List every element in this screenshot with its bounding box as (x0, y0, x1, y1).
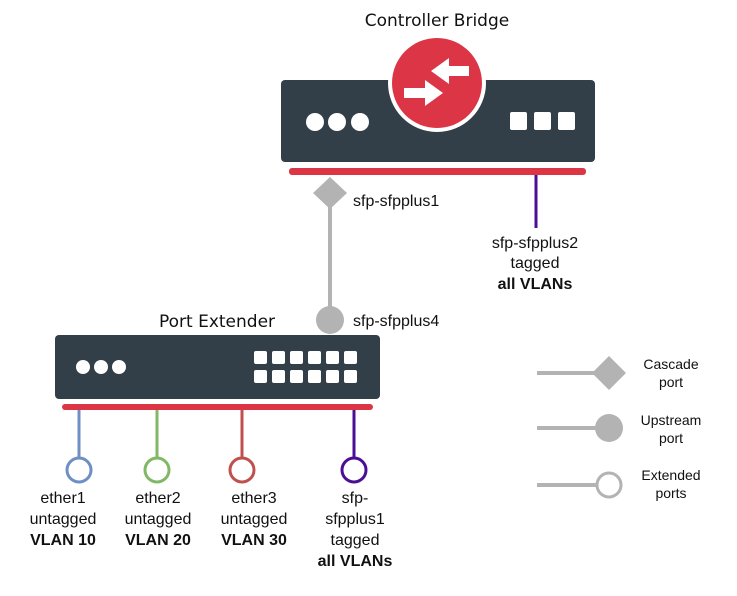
legend-upstream: Upstream port (537, 412, 701, 446)
upstream-port-label: sfp-sfpplus4 (353, 313, 439, 330)
legend-extended-line1: Extended (641, 467, 700, 483)
port-vlan: VLAN 30 (221, 532, 287, 549)
port-name: ether3 (231, 490, 276, 507)
legend-upstream-line1: Upstream (641, 412, 702, 428)
extender-title: Port Extender (159, 312, 275, 332)
controller-led-dots (306, 113, 369, 131)
port-vlan: VLAN 10 (30, 532, 96, 549)
upstream-port-dot-icon (316, 306, 344, 334)
extender-led-dots (76, 360, 126, 374)
controller-trunk-port-vlans: all VLANs (498, 276, 573, 293)
extended-ring-icon (595, 471, 623, 499)
legend-extended: Extended ports (537, 467, 701, 501)
upstream-dot-icon (595, 414, 623, 442)
port-mode: untagged (30, 511, 97, 528)
cascade-port-label: sfp-sfpplus1 (353, 193, 439, 210)
legend-cascade-line1: Cascade (643, 356, 698, 372)
controller-trunk-port-mode: tagged (511, 255, 560, 272)
port-mode: untagged (221, 511, 288, 528)
legend-cascade: Cascade port (537, 356, 699, 390)
extender-port-grid (254, 351, 357, 383)
port-name-line2: sfpplus1 (325, 511, 385, 528)
extended-port-ring-icon (340, 456, 368, 484)
port-vlan: all VLANs (318, 553, 393, 570)
legend-cascade-line2: port (659, 374, 683, 390)
legend: Cascade port Upstream port Extended port… (537, 356, 701, 501)
controller-title: Controller Bridge (365, 11, 509, 31)
legend-upstream-line2: port (659, 430, 683, 446)
cascade-diamond-icon (592, 356, 626, 390)
port-sfp-sfpplus1: sfp- sfpplus1 tagged all VLANs (318, 410, 393, 570)
port-mode: tagged (331, 532, 380, 549)
controller-port-squares (510, 112, 575, 130)
extender-port-bar (62, 404, 373, 410)
port-name-line1: sfp- (342, 490, 369, 507)
extended-port-ring-icon (228, 456, 256, 484)
port-ether3: ether3 untagged VLAN 30 (221, 410, 288, 549)
controller-port-bar (289, 168, 586, 175)
cascade-port-diamond-icon (313, 177, 347, 209)
bridge-arrows-icon (388, 34, 486, 132)
controller-trunk-port-name: sfp-sfpplus2 (492, 235, 578, 252)
extended-port-ring-icon (65, 456, 93, 484)
port-ether1: ether1 untagged VLAN 10 (30, 410, 97, 549)
port-vlan: VLAN 20 (125, 532, 191, 549)
port-ether2: ether2 untagged VLAN 20 (125, 410, 192, 549)
legend-extended-line2: ports (655, 485, 686, 501)
port-mode: untagged (125, 511, 192, 528)
port-name: ether2 (135, 490, 180, 507)
extended-port-ring-icon (143, 456, 171, 484)
port-name: ether1 (40, 490, 85, 507)
